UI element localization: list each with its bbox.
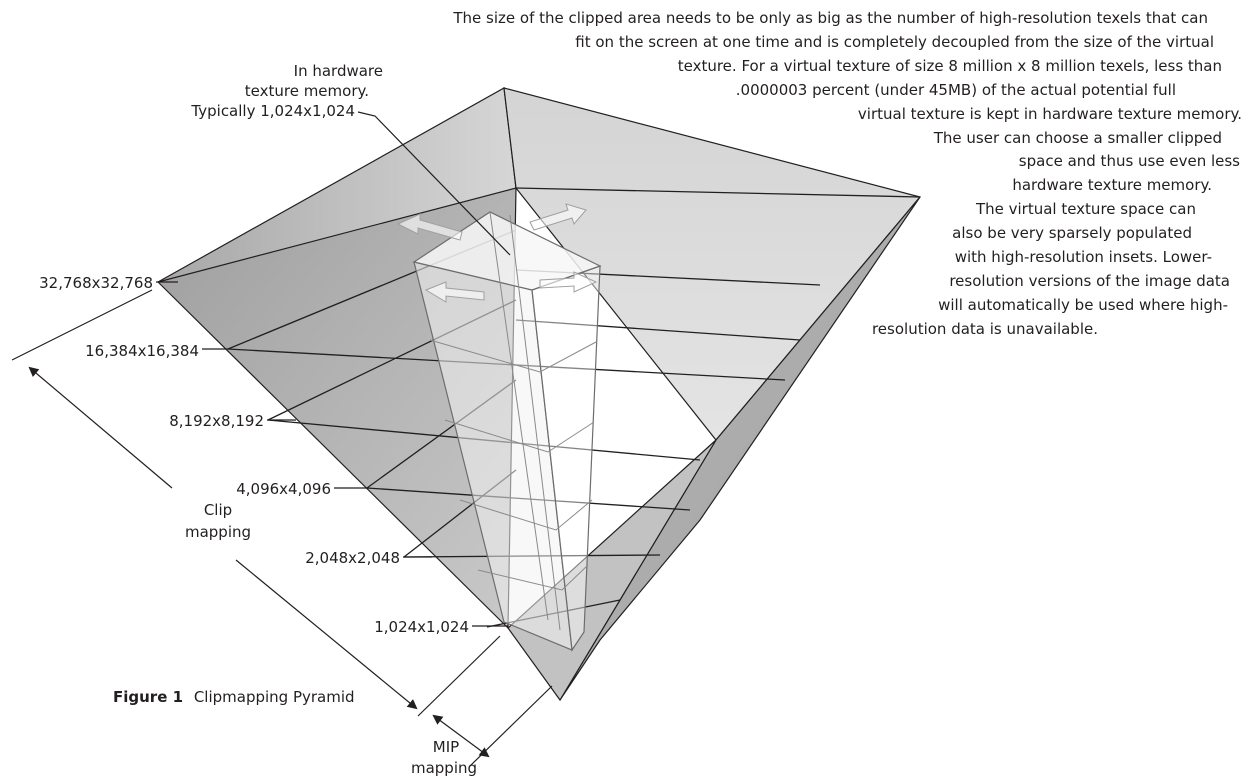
level-label-text: 8,192x8,192 xyxy=(169,412,264,430)
level-labels: 32,768x32,768 16,384x16,384 8,192x8,192 … xyxy=(39,274,508,636)
clip-mapping-label-line-1: Clip xyxy=(204,501,232,519)
level-label-text: 1,024x1,024 xyxy=(374,618,469,636)
mip-ext-line-upper xyxy=(417,635,501,717)
level-label-text: 2,048x2,048 xyxy=(305,549,400,567)
mip-mapping-label-line-2: mapping xyxy=(411,759,477,777)
annotation-line-8: hardware texture memory. xyxy=(1012,176,1212,194)
level-label-1024: 1,024x1,024 xyxy=(374,618,508,636)
clip-arrow-upper xyxy=(28,366,173,489)
annotation-line-13: will automatically be used where high- xyxy=(938,296,1228,314)
annotation-line-5: virtual texture is kept in hardware text… xyxy=(858,105,1242,123)
hardware-label-leader xyxy=(357,111,511,256)
figure-caption-label: Figure 1 xyxy=(113,688,183,706)
clip-ext-line-top xyxy=(11,289,153,361)
level-label-2048: 2,048x2,048 xyxy=(305,549,432,567)
annotation-line-14: resolution data is unavailable. xyxy=(872,320,1098,338)
annotation-line-12: resolution versions of the image data xyxy=(949,272,1230,290)
level-label-text: 32,768x32,768 xyxy=(39,274,153,292)
mip-ext-line-lower xyxy=(469,685,553,767)
annotation-line-2: fit on the screen at one time and is com… xyxy=(575,33,1214,51)
annotation-line-4: .0000003 percent (under 45MB) of the act… xyxy=(736,81,1176,99)
level-label-text: 4,096x4,096 xyxy=(236,480,331,498)
mip-arrow xyxy=(432,714,490,758)
annotation-line-9: The virtual texture space can xyxy=(975,200,1196,218)
hardware-label-line-3: Typically 1,024x1,024 xyxy=(190,102,355,120)
move-arrow-right xyxy=(539,271,598,293)
hardware-label-line-1: In hardware xyxy=(294,62,383,80)
pyramid xyxy=(156,87,922,702)
clip-mapping-label-line-2: mapping xyxy=(185,523,251,541)
pyramid-right-face xyxy=(559,196,921,701)
annotation-line-3: texture. For a virtual texture of size 8… xyxy=(678,57,1222,75)
figure-caption: Figure 1 Clipmapping Pyramid xyxy=(113,688,355,706)
move-arrow-upright xyxy=(529,203,587,231)
hardware-memory-label: In hardware texture memory. Typically 1,… xyxy=(190,62,511,256)
hardware-label-line-2: texture memory. xyxy=(245,82,369,100)
column-slices xyxy=(429,211,597,631)
clip-mapping-dimension: Clip mapping xyxy=(11,289,418,710)
level-label-32768: 32,768x32,768 xyxy=(39,274,178,292)
level-label-16384: 16,384x16,384 xyxy=(85,342,228,360)
clip-arrow-lower xyxy=(235,559,418,710)
move-arrows xyxy=(396,203,598,303)
annotation-line-1: The size of the clipped area needs to be… xyxy=(452,9,1208,27)
annotation-line-6: The user can choose a smaller clipped xyxy=(933,129,1222,147)
level-label-text: 16,384x16,384 xyxy=(85,342,199,360)
mip-mapping-dimension: MIP mapping xyxy=(411,635,553,777)
move-arrow-upleft xyxy=(396,213,463,241)
figure-caption-title: Clipmapping Pyramid xyxy=(194,688,355,706)
annotation-line-11: with high-resolution insets. Lower- xyxy=(955,248,1212,266)
annotation-line-7: space and thus use even less xyxy=(1019,152,1240,170)
annotation-line-10: also be very sparsely populated xyxy=(952,224,1192,242)
level-label-4096: 4,096x4,096 xyxy=(236,480,367,498)
annotation-paragraph: The size of the clipped area needs to be… xyxy=(452,9,1242,338)
mip-mapping-label-line-1: MIP xyxy=(433,738,459,756)
move-arrow-left xyxy=(424,281,485,303)
level-label-8192: 8,192x8,192 xyxy=(169,412,296,430)
